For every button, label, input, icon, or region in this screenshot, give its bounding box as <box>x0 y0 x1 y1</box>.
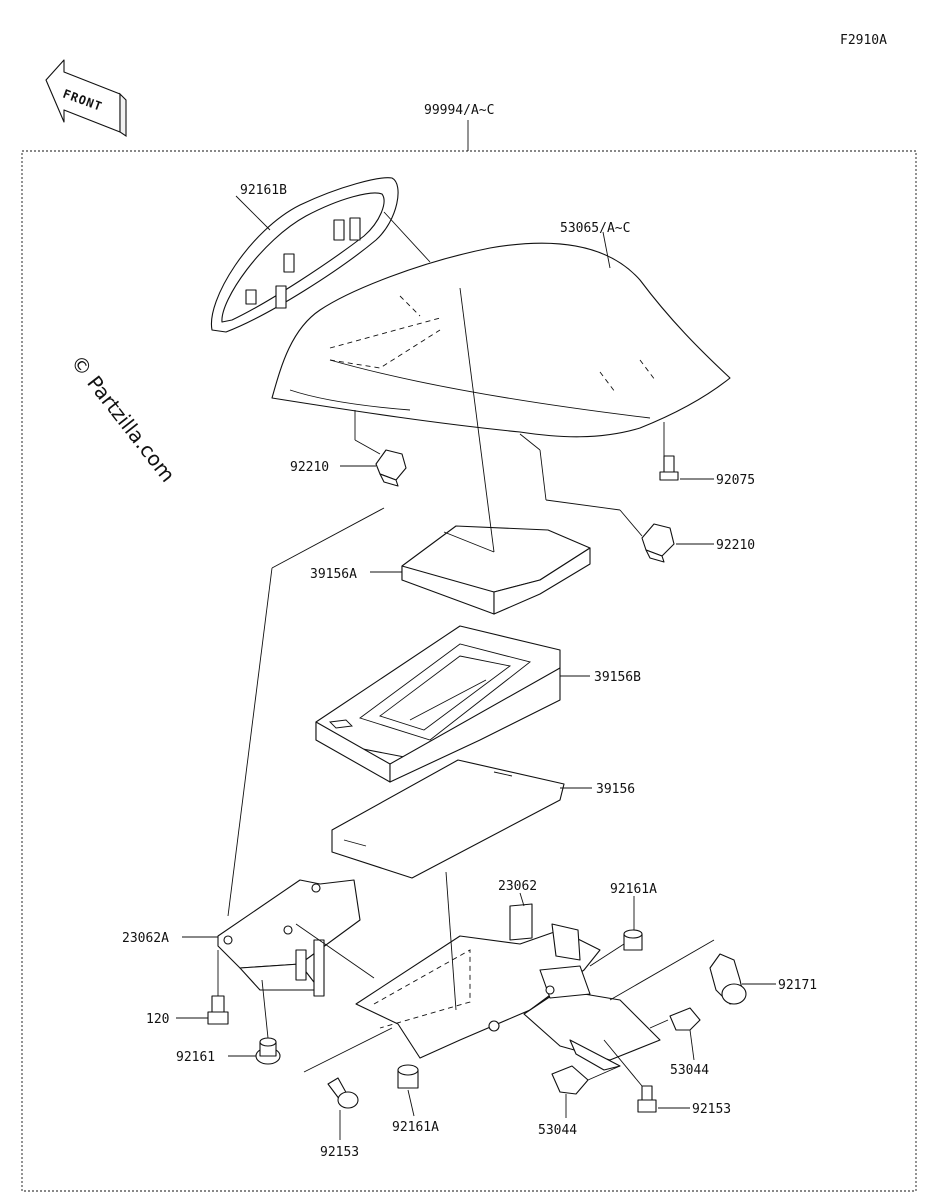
label-seat-cover: 53065/A~C <box>560 221 630 236</box>
damper-right-part <box>623 929 643 951</box>
label-damper-left: 92161 <box>176 1050 215 1065</box>
pad-upper-part <box>401 525 591 615</box>
label-pad-upper: 39156A <box>310 567 357 582</box>
label-clip-right: 92210 <box>716 538 755 553</box>
nut-bottom-part <box>551 1065 589 1095</box>
label-nut-bottom: 53044 <box>538 1123 577 1138</box>
bolt-left-part <box>207 995 229 1025</box>
bolt-right-part <box>659 455 679 481</box>
front-arrow-icon: FRONT <box>45 59 127 138</box>
label-bracket-left: 23062A <box>122 931 169 946</box>
label-damper-bottom: 92161A <box>392 1120 439 1135</box>
clip-right-part <box>641 523 675 563</box>
label-seat-cap: 92161B <box>240 183 287 198</box>
label-bolt-bottom-left: 92153 <box>320 1145 359 1160</box>
seat-lock-lever-part <box>523 965 661 1071</box>
bracket-main-part <box>355 903 601 1059</box>
damper-bottom-part <box>397 1064 419 1089</box>
bracket-left-part <box>217 879 361 997</box>
seat-cap-part <box>210 177 399 333</box>
label-nut-right: 53044 <box>670 1063 709 1078</box>
pad-frame-part <box>315 625 561 783</box>
figure-code: F2910A <box>840 33 887 48</box>
label-bolt-bottom-right: 92153 <box>692 1102 731 1117</box>
label-pad-frame: 39156B <box>594 670 641 685</box>
clip-left-part <box>375 449 407 487</box>
label-assembly: 99994/A~C <box>424 103 494 118</box>
bolt-bottom-left-part <box>327 1077 359 1109</box>
label-bracket-main: 23062 <box>498 879 537 894</box>
damper-left-part <box>255 1037 281 1065</box>
label-pad-sheet: 39156 <box>596 782 635 797</box>
clamp-part <box>709 953 747 1005</box>
nut-right-part <box>669 1007 701 1031</box>
bolt-bottom-right-part <box>637 1085 657 1113</box>
watermark: © Partzilla.com <box>66 350 180 486</box>
assembly-frame <box>21 150 917 1192</box>
label-damper-right: 92161A <box>610 882 657 897</box>
label-bolt-right: 92075 <box>716 473 755 488</box>
seat-cover-part <box>271 242 731 438</box>
label-clip-left: 92210 <box>290 460 329 475</box>
label-clamp: 92171 <box>778 978 817 993</box>
label-bolt-left: 120 <box>146 1012 169 1027</box>
pad-sheet-part <box>331 759 565 879</box>
